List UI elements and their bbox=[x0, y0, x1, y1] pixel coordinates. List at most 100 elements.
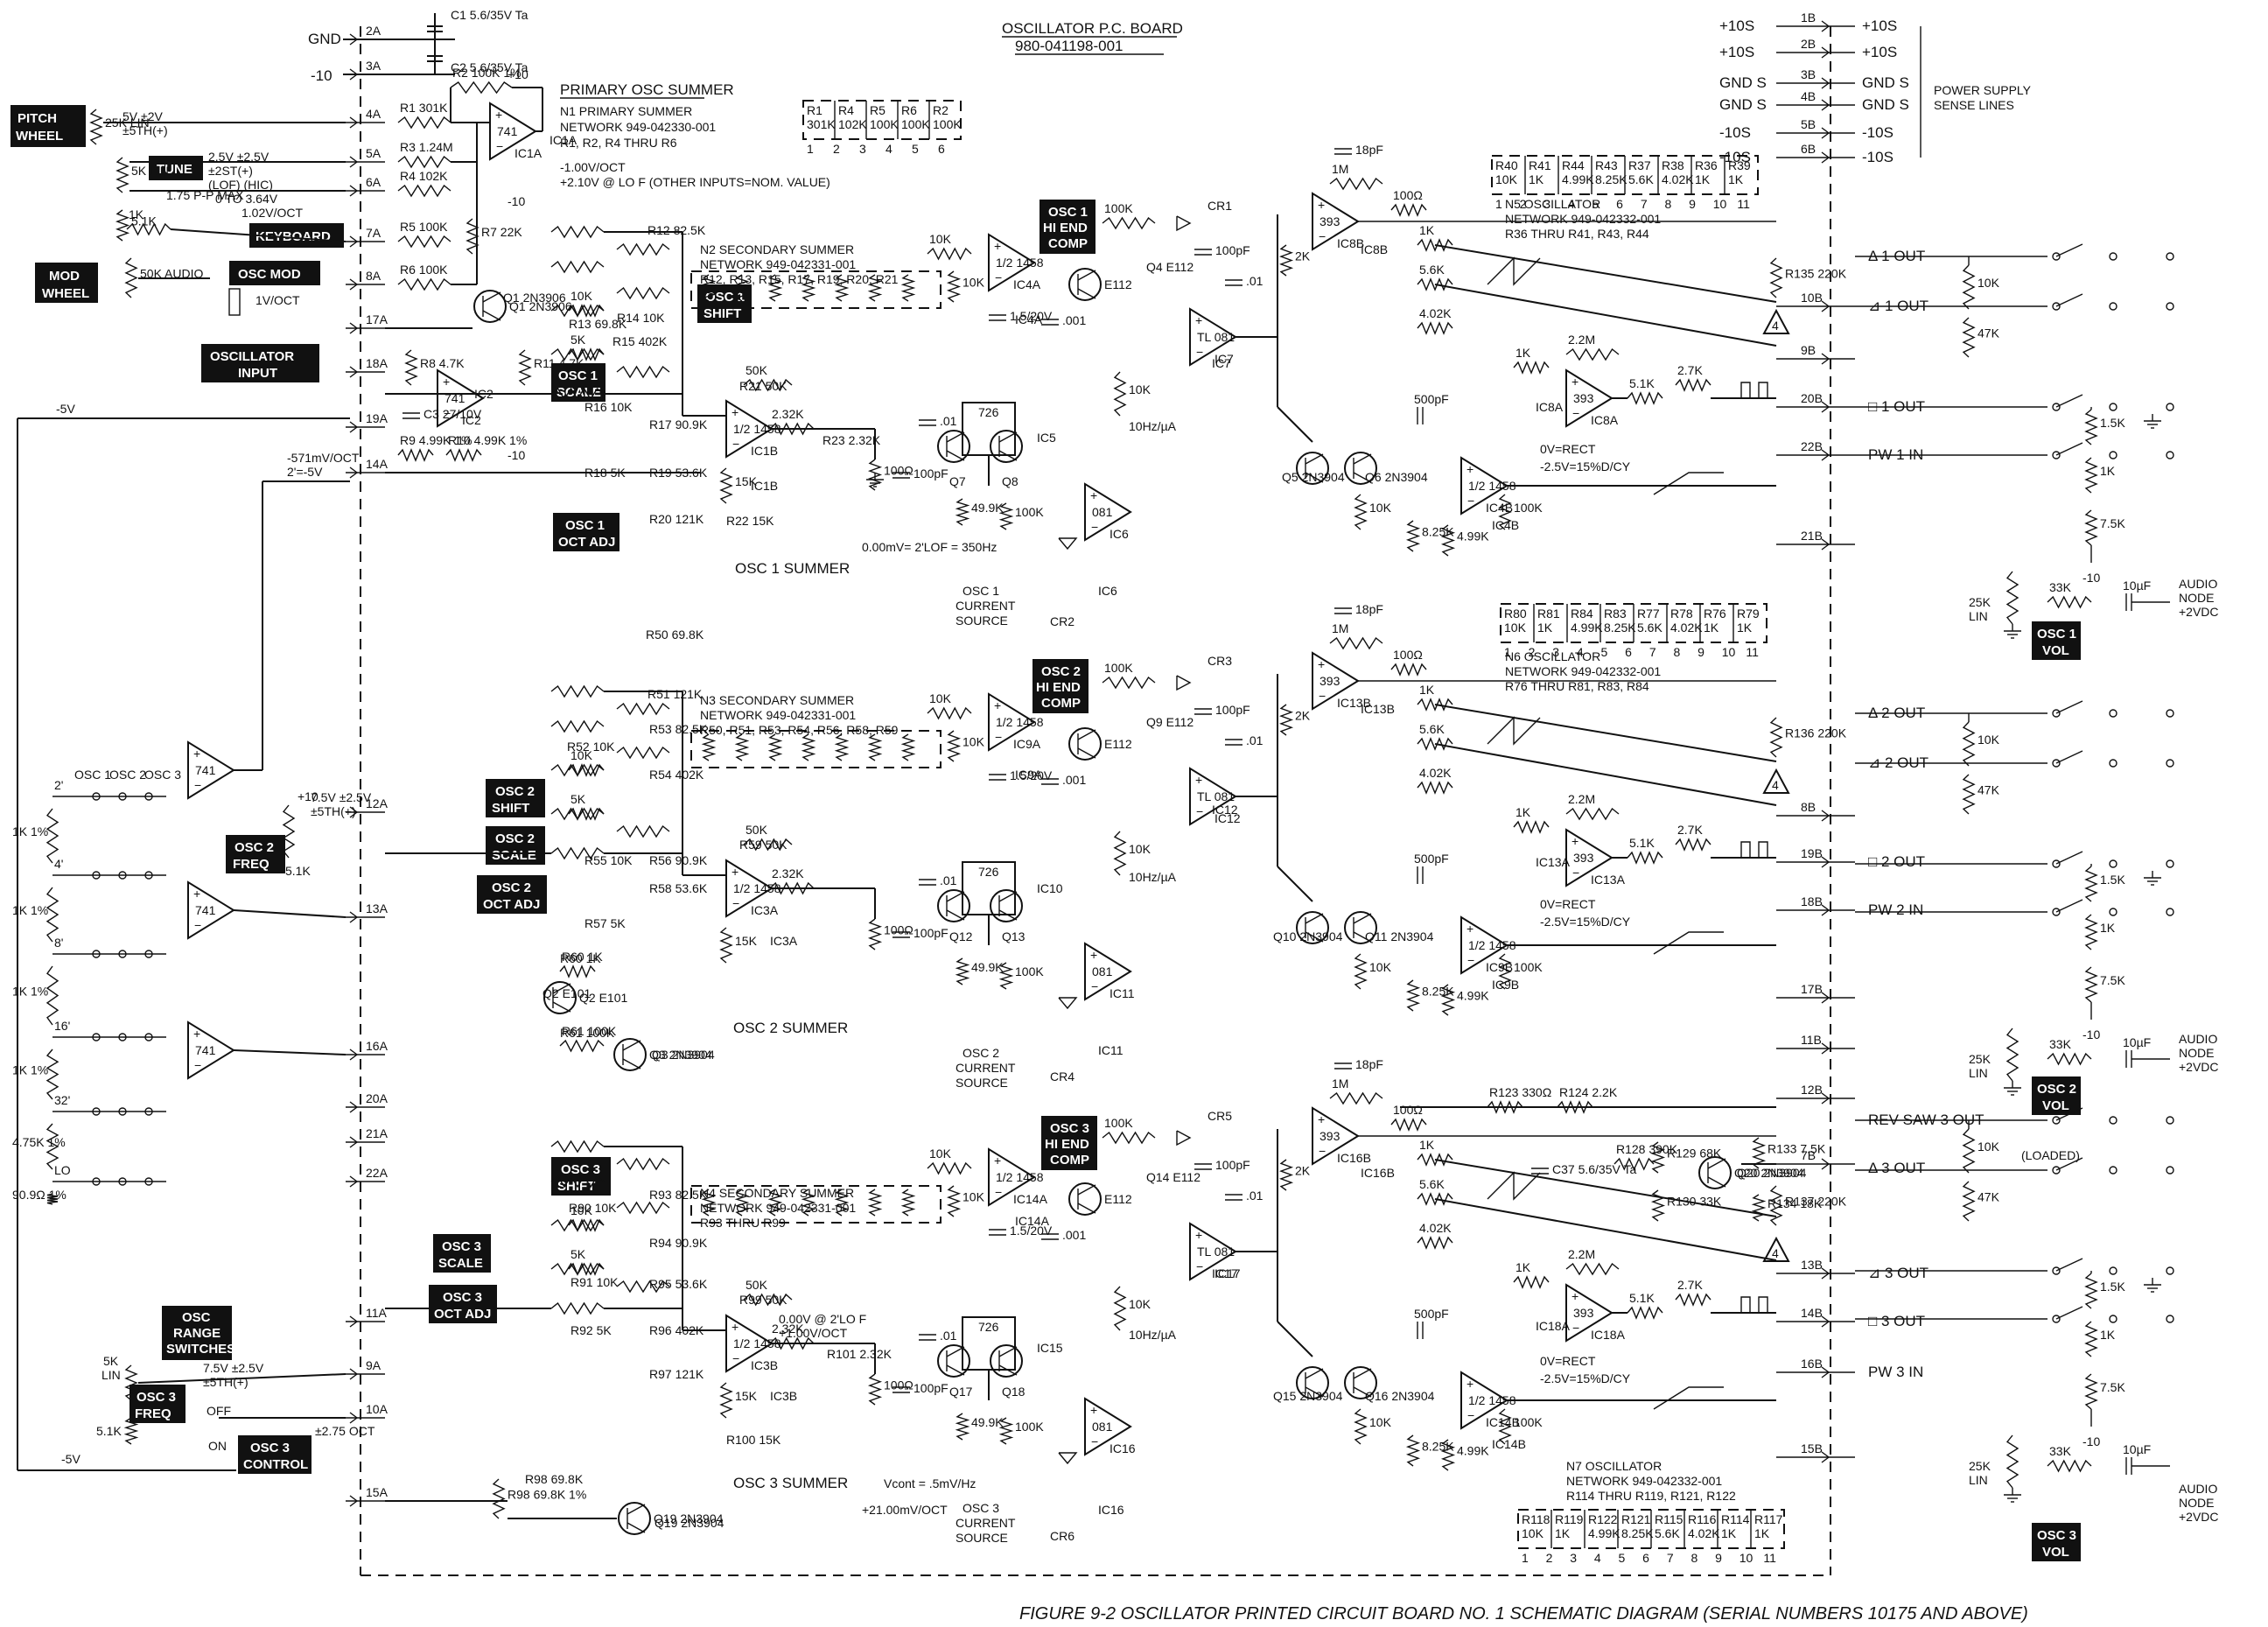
svg-text:-2.5V=15%D/CY: -2.5V=15%D/CY bbox=[1540, 459, 1631, 473]
q19: Q19 2N3904 bbox=[618, 1502, 724, 1535]
summer-r bbox=[616, 824, 670, 838]
svg-text:-571mV/OCT: -571mV/OCT bbox=[287, 451, 360, 465]
transistor-body bbox=[618, 1502, 651, 1535]
resistor-zigzag bbox=[397, 235, 452, 249]
resistor-zigzag bbox=[397, 277, 452, 291]
ic-label: IC7 bbox=[1214, 352, 1234, 366]
connector-6b: 6B bbox=[1776, 142, 1855, 164]
range-contact bbox=[92, 1033, 101, 1041]
ic-label: IC14A bbox=[1013, 1192, 1048, 1206]
transistor-body bbox=[990, 1344, 1023, 1378]
svg-text:TUNE: TUNE bbox=[157, 162, 192, 177]
network-resistor bbox=[734, 1189, 750, 1217]
resistor-zigzag bbox=[1565, 1262, 1620, 1276]
ic-label: IC9A bbox=[1015, 768, 1043, 782]
svg-text:R36 THRU R41, R43, R44: R36 THRU R41, R43, R44 bbox=[1505, 227, 1649, 241]
level-resistor: 1K bbox=[2084, 1321, 2116, 1357]
resistor-zigzag bbox=[734, 733, 750, 761]
switch-contact bbox=[2109, 759, 2118, 768]
wire bbox=[998, 450, 1018, 461]
vol-pot bbox=[2006, 1027, 2020, 1082]
osc3-resistor-label: R97 121K bbox=[649, 1367, 704, 1381]
switch-contact bbox=[2052, 1266, 2061, 1275]
wire bbox=[1434, 284, 1777, 347]
transistor-body bbox=[1296, 911, 1329, 944]
resistor-zigzag bbox=[550, 1140, 605, 1154]
osc2-vol-label: OSC 2 VOL bbox=[2032, 1076, 2081, 1115]
svg-text:+1.00V/OCT: +1.00V/OCT bbox=[779, 1326, 848, 1340]
svg-text:SOURCE: SOURCE bbox=[956, 614, 1008, 628]
svg-text:Vcont = .5mV/Hz: Vcont = .5mV/Hz bbox=[884, 1476, 976, 1490]
resistor-zigzag bbox=[1498, 494, 1512, 530]
table-pin: 6 bbox=[1625, 645, 1632, 659]
transistor-label: Q12 bbox=[949, 929, 973, 943]
opamp-body bbox=[725, 1314, 774, 1373]
resistor-zigzag bbox=[2084, 914, 2098, 950]
range-contact bbox=[92, 1177, 101, 1186]
svg-text:NETWORK 949-042332-001: NETWORK 949-042332-001 bbox=[1505, 212, 1661, 226]
svg-text:OSC 2: OSC 2 bbox=[495, 784, 535, 799]
table-value: 8.25K bbox=[1621, 1526, 1654, 1540]
switch-contact bbox=[2166, 859, 2174, 868]
resistor-label: 100K bbox=[1015, 1420, 1044, 1434]
ic-label: IC12 bbox=[1212, 803, 1238, 817]
svg-text:+2VDC: +2VDC bbox=[2179, 1510, 2219, 1524]
svg-text:OSC 1: OSC 1 bbox=[1048, 205, 1088, 220]
connector-label: 22A bbox=[366, 1166, 388, 1180]
resistor-label: 5.1K bbox=[1629, 1291, 1655, 1305]
table-pin: 5 bbox=[1619, 1551, 1626, 1565]
table-value: 10K bbox=[1504, 621, 1527, 635]
ground-symbol bbox=[2004, 1081, 2021, 1096]
svg-text:OCT ADJ: OCT ADJ bbox=[483, 897, 540, 912]
wire bbox=[1077, 729, 1096, 740]
svg-text:1V/OCT: 1V/OCT bbox=[256, 293, 300, 307]
resistor-zigzag bbox=[1565, 347, 1620, 361]
osc2-range-buffer: +−741 bbox=[187, 880, 235, 940]
wire bbox=[2055, 1258, 2083, 1272]
connector-2a: 2A bbox=[346, 24, 385, 46]
rail-label: +10 bbox=[298, 789, 318, 803]
wire bbox=[1077, 1203, 1096, 1214]
resistor-zigzag bbox=[46, 1193, 59, 1205]
pw-r: 100K bbox=[1498, 494, 1543, 530]
wire bbox=[946, 1364, 965, 1376]
wire bbox=[1305, 1386, 1324, 1398]
ic-label: IC1B bbox=[751, 444, 778, 458]
svg-text:CONTROL: CONTROL bbox=[243, 1457, 308, 1472]
svg-text:CURRENT: CURRENT bbox=[956, 1061, 1016, 1075]
network-resistor bbox=[900, 274, 916, 302]
resistor-label: 10K bbox=[962, 276, 985, 290]
wire bbox=[1434, 704, 1777, 762]
resistor-zigzag bbox=[1557, 1100, 1593, 1114]
square-fb-r: 2.2M bbox=[1565, 792, 1620, 821]
ic-label: IC16 bbox=[1110, 1441, 1136, 1455]
wire bbox=[2055, 750, 2083, 764]
plus-sign: + bbox=[994, 698, 1001, 712]
resistor-zigzag bbox=[834, 1189, 850, 1217]
connector-3b: 3B bbox=[1776, 67, 1855, 89]
network-resistor bbox=[734, 733, 750, 761]
sawtooth-glyph bbox=[1487, 716, 1541, 746]
network-resistor bbox=[801, 733, 816, 761]
opamp-body bbox=[1189, 767, 1237, 826]
osc3-resistor-label: R91 10K bbox=[570, 1275, 619, 1289]
ic-label: IC10 bbox=[1037, 881, 1063, 895]
switch-contact bbox=[2166, 403, 2174, 411]
opamp-body bbox=[1312, 1106, 1360, 1166]
wire bbox=[1434, 1198, 1777, 1261]
ic-label: IC17 bbox=[1214, 1266, 1241, 1280]
resistor-zigzag bbox=[1405, 1434, 1421, 1467]
resistor-zigzag bbox=[1417, 737, 1453, 751]
tune-label: TUNE bbox=[149, 156, 203, 180]
osc3-vol-label: OSC 3 VOL bbox=[2032, 1523, 2081, 1561]
osc3-oct-adj-label: OSC 3 OCT ADJ bbox=[429, 1285, 497, 1323]
mod-switch bbox=[228, 288, 241, 316]
switch-contact bbox=[2166, 709, 2174, 718]
connector-2b: 2B bbox=[1776, 37, 1855, 59]
capacitor-label: .001 bbox=[1062, 1228, 1086, 1242]
wire bbox=[1353, 1368, 1372, 1379]
